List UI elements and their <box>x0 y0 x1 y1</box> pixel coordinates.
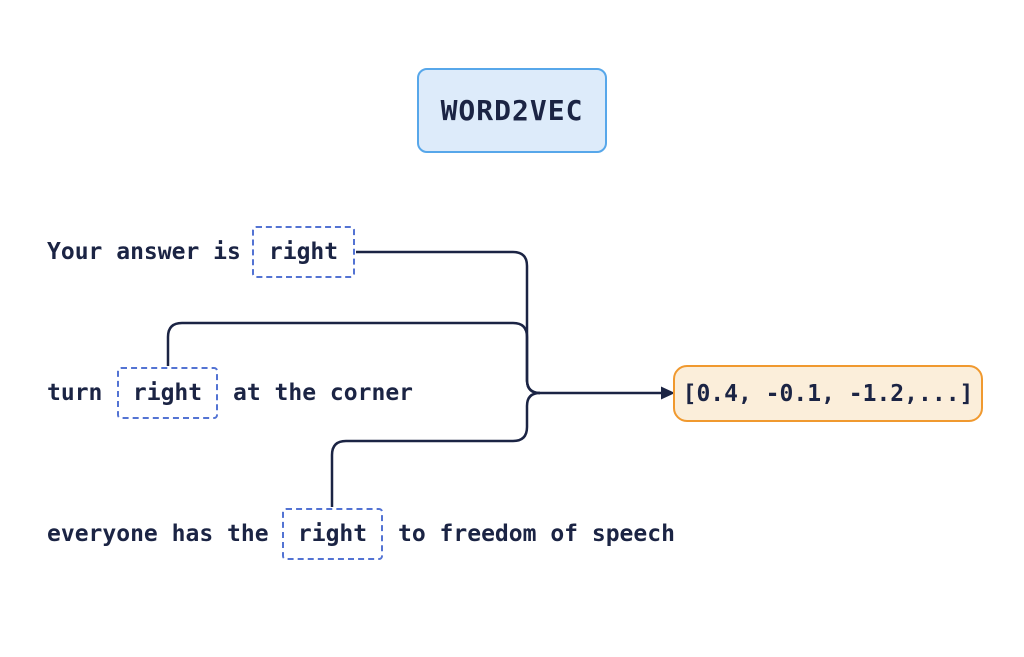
sentence2-pre-text: turn <box>47 380 103 406</box>
sentence2-word-label: right <box>132 380 203 406</box>
sentence2-post-text: at the corner <box>233 380 414 406</box>
sentence3-post-text: to freedom of speech <box>398 521 675 547</box>
sentence2-word-box: right <box>117 367 218 419</box>
sentence3-word-box: right <box>282 508 383 560</box>
sentence3-word-label: right <box>297 521 368 547</box>
word2vec-title-box: WORD2VEC <box>417 68 607 153</box>
sentence1-word-box: right <box>252 226 355 278</box>
sentence1-word-label: right <box>268 239 339 265</box>
vector-value-label: [0.4, -0.1, -1.2,...] <box>682 380 974 407</box>
sentence3-pre-text: everyone has the <box>47 521 269 547</box>
vector-result-box: [0.4, -0.1, -1.2,...] <box>673 365 983 422</box>
sentence1-pre-text: Your answer is <box>47 239 241 265</box>
word2vec-title-label: WORD2VEC <box>440 94 584 127</box>
